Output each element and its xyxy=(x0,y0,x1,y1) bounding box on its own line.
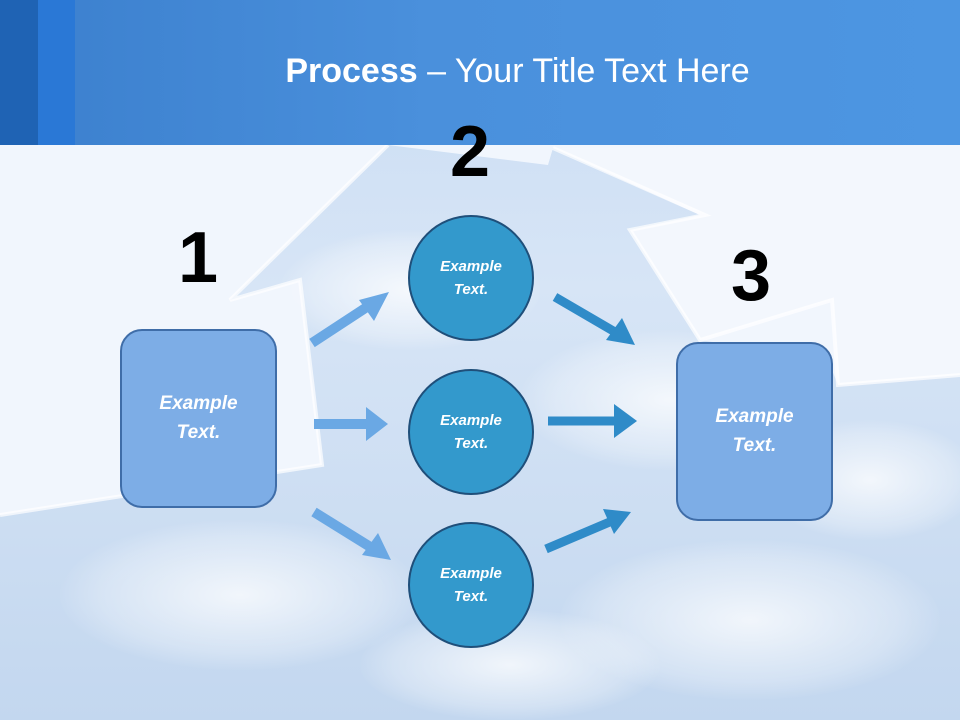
arrow-bottom-to-right xyxy=(544,509,631,554)
box-label-line2: Text. xyxy=(732,434,777,456)
arrow-left-to-middle xyxy=(314,407,388,441)
page-title: Process – Your Title Text Here xyxy=(75,52,960,91)
box-label-line2: Text. xyxy=(176,421,221,443)
step-number-3: 3 xyxy=(731,236,772,316)
circle-label-line1: Example xyxy=(440,411,502,429)
step-box-right[interactable]: Example Text. xyxy=(676,342,833,521)
title-band xyxy=(0,0,960,145)
circle-label-line2: Text. xyxy=(453,281,489,298)
title-bold: Process xyxy=(285,52,418,90)
title-accent-bar xyxy=(0,0,38,145)
circle-label-line1: Example xyxy=(440,257,502,275)
title-rest: – Your Title Text Here xyxy=(417,52,750,90)
step-number-2: 2 xyxy=(450,112,491,192)
circle-label-line2: Text. xyxy=(453,435,489,452)
box-label-line1: Example xyxy=(159,393,238,414)
circle-label-line2: Text. xyxy=(453,588,489,605)
step-circle-bottom[interactable]: Example Text. xyxy=(408,522,534,648)
arrow-middle-to-right xyxy=(548,404,637,438)
arrow-left-to-top xyxy=(309,292,389,348)
box-label-line1: Example xyxy=(715,406,794,427)
step-box-left[interactable]: Example Text. xyxy=(120,329,277,508)
step-number-1: 1 xyxy=(178,218,219,298)
arrow-left-to-bottom xyxy=(311,507,391,560)
arrow-top-to-right xyxy=(552,293,635,345)
circle-label-line1: Example xyxy=(440,564,502,582)
step-circle-middle[interactable]: Example Text. xyxy=(408,369,534,495)
step-circle-top[interactable]: Example Text. xyxy=(408,215,534,341)
title-accent-bar xyxy=(38,0,75,145)
